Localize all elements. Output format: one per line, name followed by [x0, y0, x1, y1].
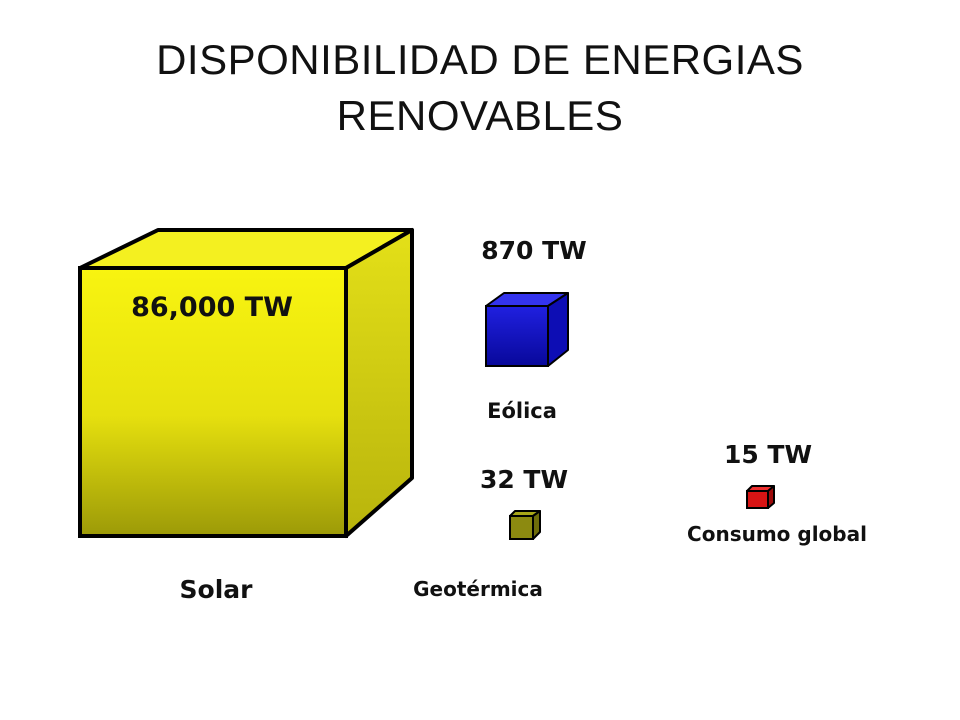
consumo-cube-front — [746, 490, 769, 509]
title-line-1: DISPONIBILIDAD DE ENERGIAS — [156, 36, 804, 83]
eolica-cube-front — [485, 305, 549, 367]
eolica-value: 870 TW — [481, 236, 587, 265]
geotermica-label: Geotérmica — [413, 577, 543, 601]
solar-value: 86,000 TW — [131, 292, 293, 323]
geotermica-cube — [509, 510, 541, 540]
consumo-cube — [746, 485, 775, 509]
eolica-cube-side — [547, 292, 569, 367]
consumo-label: Consumo global — [687, 522, 867, 546]
eolica-label: Eólica — [487, 399, 557, 423]
consumo-value: 15 TW — [724, 440, 812, 469]
solar-cube-front — [78, 266, 348, 538]
solar-label: Solar — [180, 575, 254, 604]
slide-title: DISPONIBILIDAD DE ENERGIAS RENOVABLES — [0, 32, 960, 144]
geotermica-value: 32 TW — [480, 465, 568, 494]
geotermica-cube-front — [509, 515, 534, 540]
solar-cube-side — [344, 228, 414, 538]
eolica-cube — [485, 292, 569, 367]
solar-cube — [78, 228, 414, 538]
title-line-2: RENOVABLES — [336, 92, 624, 139]
geotermica-cube-side — [532, 510, 541, 540]
